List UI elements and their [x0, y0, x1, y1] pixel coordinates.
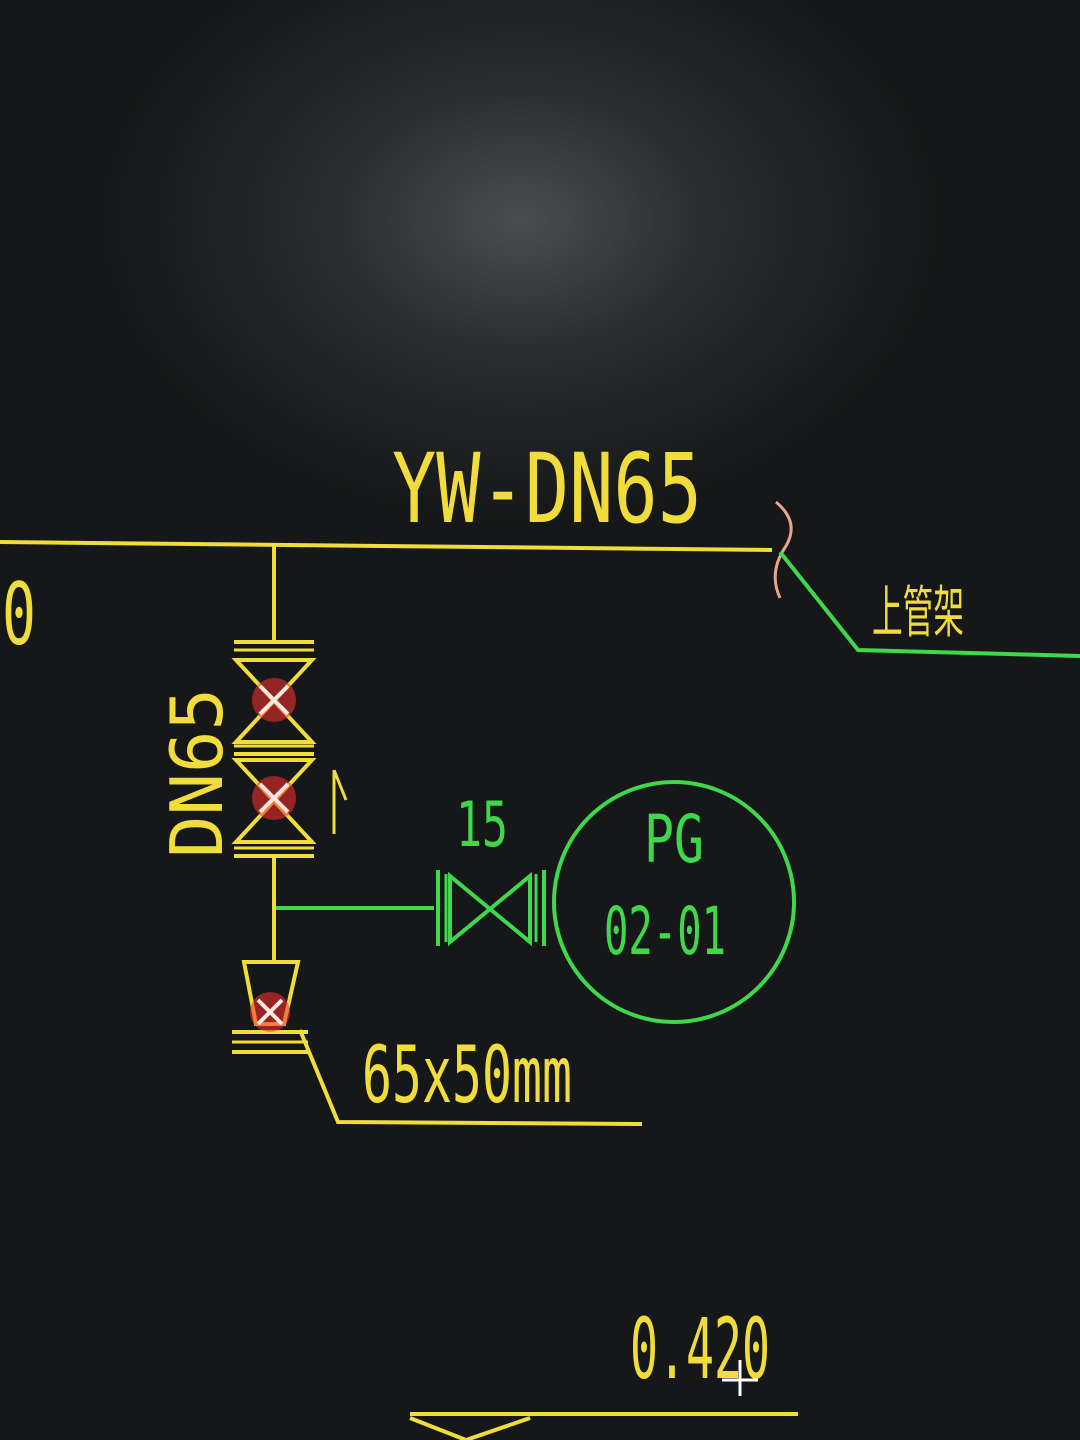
gate-valve-lower[interactable] — [231, 758, 317, 858]
reducer-fitting[interactable] — [232, 960, 308, 1054]
pipe-rack-line — [778, 550, 1080, 658]
branch-size-label: DN65 — [155, 688, 239, 858]
left-edge-label: 0 — [2, 565, 36, 665]
pipe-rack-label: 上管架 — [872, 581, 964, 646]
main-pipe-label: YW-DN65 — [392, 433, 702, 545]
reducer-size-label: 65x50mm — [362, 1031, 572, 1121]
gate-valve-upper[interactable] — [231, 640, 317, 756]
flow-arrow-icon — [332, 769, 348, 834]
crosshair-cursor-icon — [722, 1360, 758, 1396]
pipe-break-symbol — [773, 500, 793, 599]
elevation-triangle-icon — [409, 1416, 531, 1440]
instrument-valve[interactable] — [436, 870, 546, 947]
gauge-number-label: 02-01 — [604, 893, 726, 970]
gauge-type-label: PG — [644, 801, 704, 878]
reducer-leader-line — [298, 1029, 643, 1126]
pressure-gauge-bubble[interactable]: PG 02-01 — [552, 780, 796, 1024]
valve-size-label: 15 — [456, 788, 508, 861]
main-pipe-line — [0, 540, 773, 552]
elevation-label: 0.420 — [630, 1300, 770, 1398]
